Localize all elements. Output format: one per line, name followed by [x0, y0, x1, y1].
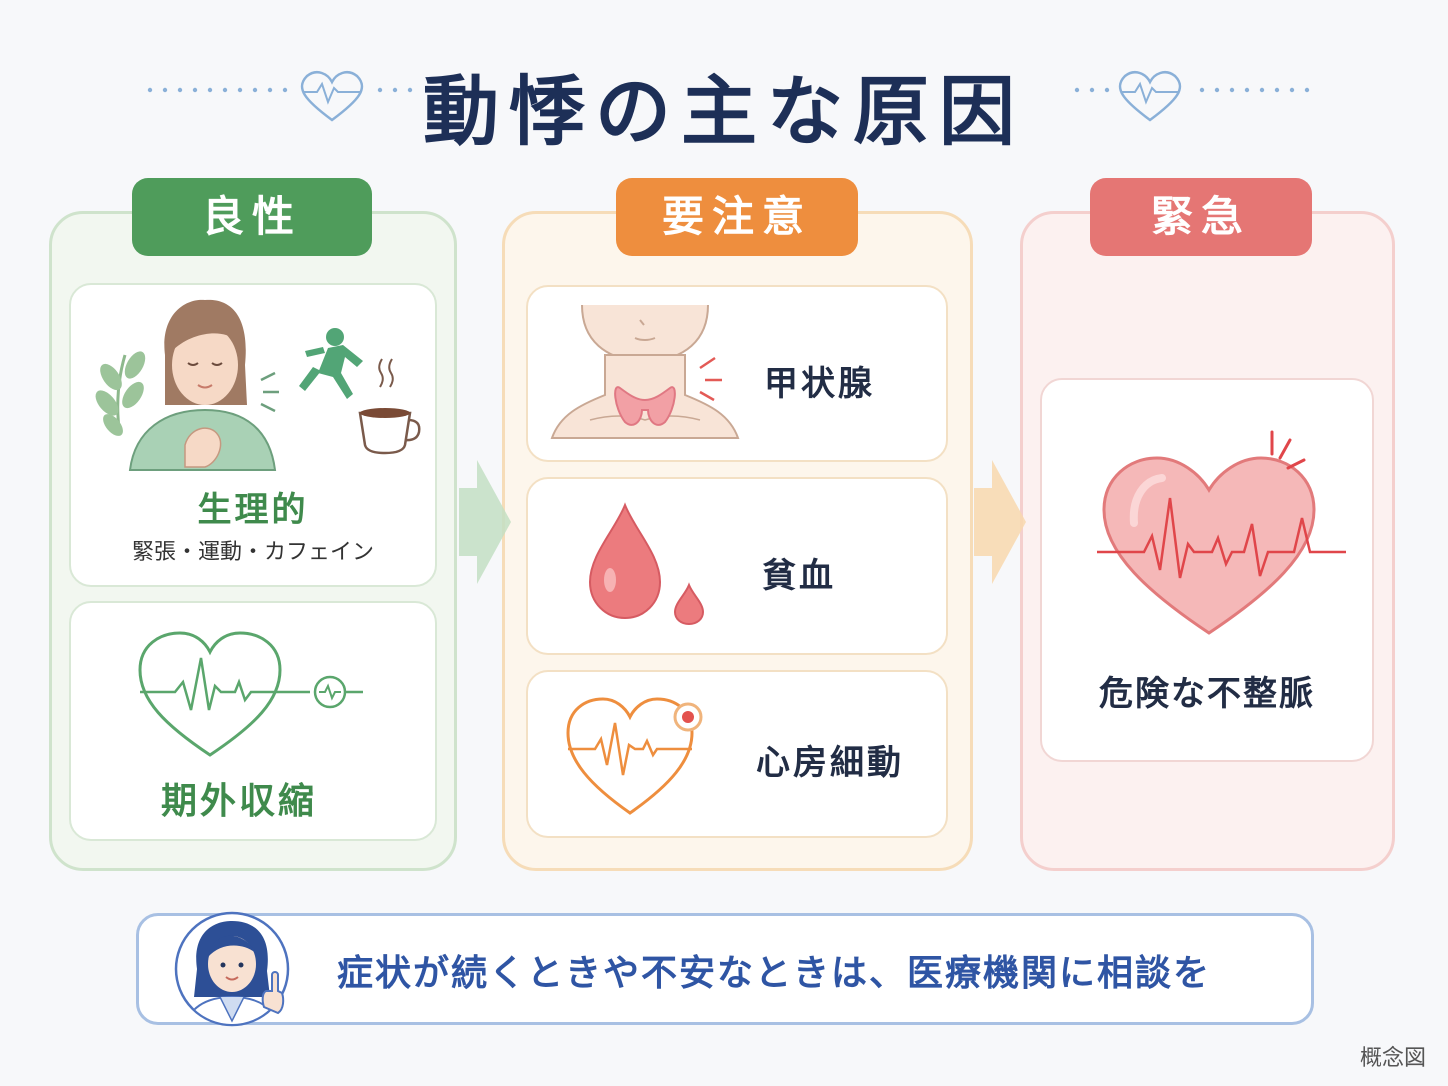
physiological-illustration — [95, 299, 421, 471]
coffee-cup-icon — [358, 358, 421, 455]
heart-pulse-icon — [300, 71, 364, 122]
arrhythmia-title: 危険な不整脈 — [1099, 674, 1315, 714]
title-left-decoration — [147, 71, 413, 122]
advice-banner — [136, 913, 1314, 1025]
advice-text: 症状が続くときや不安なときは、医療機関に相談を — [337, 953, 1212, 994]
urgent-label: 緊急 — [1090, 178, 1312, 256]
blood-drop-icon — [588, 502, 705, 626]
heart-ecg-icon — [138, 631, 363, 757]
running-person-icon — [299, 328, 363, 399]
woman-illustration — [128, 299, 277, 471]
extrasystole-title: 期外収縮 — [160, 781, 317, 822]
heart-pulse-icon — [1118, 71, 1182, 122]
anemia-title: 貧血 — [762, 556, 836, 596]
heart-ecg-icon — [566, 697, 703, 815]
thyroid-illustration — [550, 304, 740, 439]
leaf-icon — [95, 351, 146, 436]
title-right-decoration — [1074, 71, 1310, 122]
page-title: 動悸の主な原因 — [423, 67, 1025, 156]
thyroid-icon — [614, 386, 676, 426]
pointing-hand-icon — [261, 971, 285, 1015]
heart-ecg-icon — [1097, 430, 1346, 635]
physiological-subtitle: 緊張・運動・カフェイン — [131, 540, 374, 565]
physiological-title: 生理的 — [197, 490, 309, 530]
caution-label: 要注意 — [616, 178, 858, 256]
benign-label: 良性 — [132, 178, 372, 256]
arrow-right-icon — [459, 460, 511, 584]
thyroid-title: 甲状腺 — [764, 364, 875, 404]
arrow-right-icon — [974, 460, 1026, 584]
doctor-avatar — [174, 911, 290, 1027]
footnote: 概念図 — [1359, 1046, 1426, 1071]
afib-title: 心房細動 — [756, 743, 904, 783]
